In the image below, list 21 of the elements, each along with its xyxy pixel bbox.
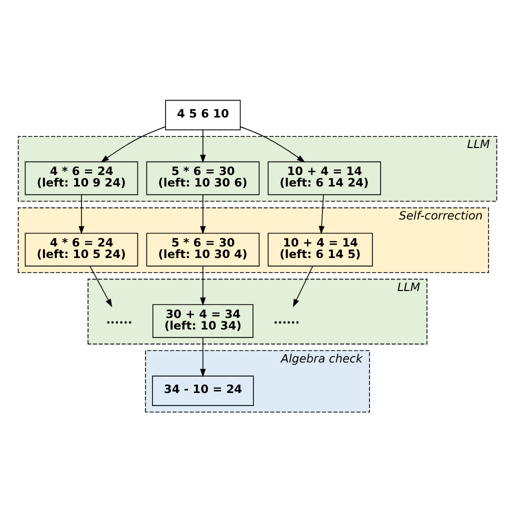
arrow [200, 336, 206, 377]
node-box: 30 + 4 = 34 (left: 10 34) [152, 304, 254, 338]
arrow [100, 126, 166, 162]
node-text: ...... [106, 312, 132, 326]
arrow [292, 265, 314, 307]
node-box: 5 * 6 = 30 (left: 10 30 6) [146, 160, 260, 195]
arrow [200, 265, 206, 306]
node-box: 5 * 6 = 30 (left: 10 30 4) [146, 232, 260, 266]
node-box: 34 - 10 = 24 [152, 375, 254, 406]
arrow [200, 194, 206, 234]
arrow [78, 194, 84, 234]
node-box: 4 * 6 = 24 (left: 10 5 24) [24, 232, 138, 266]
node-box: 10 + 4 = 14 (left: 6 14 24) [268, 160, 382, 195]
node-box: 4 5 6 10 [165, 99, 241, 130]
node-box: 4 * 6 = 24 (left: 10 9 24) [24, 160, 138, 195]
arrow [200, 128, 206, 163]
arrow [90, 265, 112, 307]
arrow [318, 194, 324, 234]
node-text: ...... [274, 312, 300, 326]
arrow [240, 126, 306, 162]
node-box: 10 + 4 = 14 (left: 6 14 5) [268, 232, 373, 266]
